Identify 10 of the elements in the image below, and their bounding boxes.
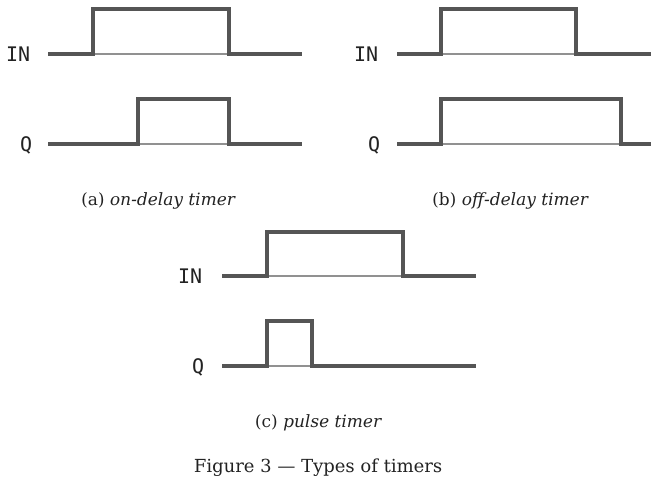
figure-caption: Figure 3 — Types of timers xyxy=(194,456,442,478)
signal-name: IN xyxy=(354,43,378,65)
subfigure-caption: (a) on-delay timer xyxy=(81,189,235,211)
subfigure-caption: (b) off-delay timer xyxy=(432,189,588,211)
signal-name: Q xyxy=(368,133,380,155)
subfigure-caption: (c) pulse timer xyxy=(254,411,382,433)
signal-name: Q xyxy=(20,133,32,155)
signal-name: IN xyxy=(6,43,30,65)
signal-name: IN xyxy=(178,265,202,287)
signal-name: Q xyxy=(192,355,204,377)
